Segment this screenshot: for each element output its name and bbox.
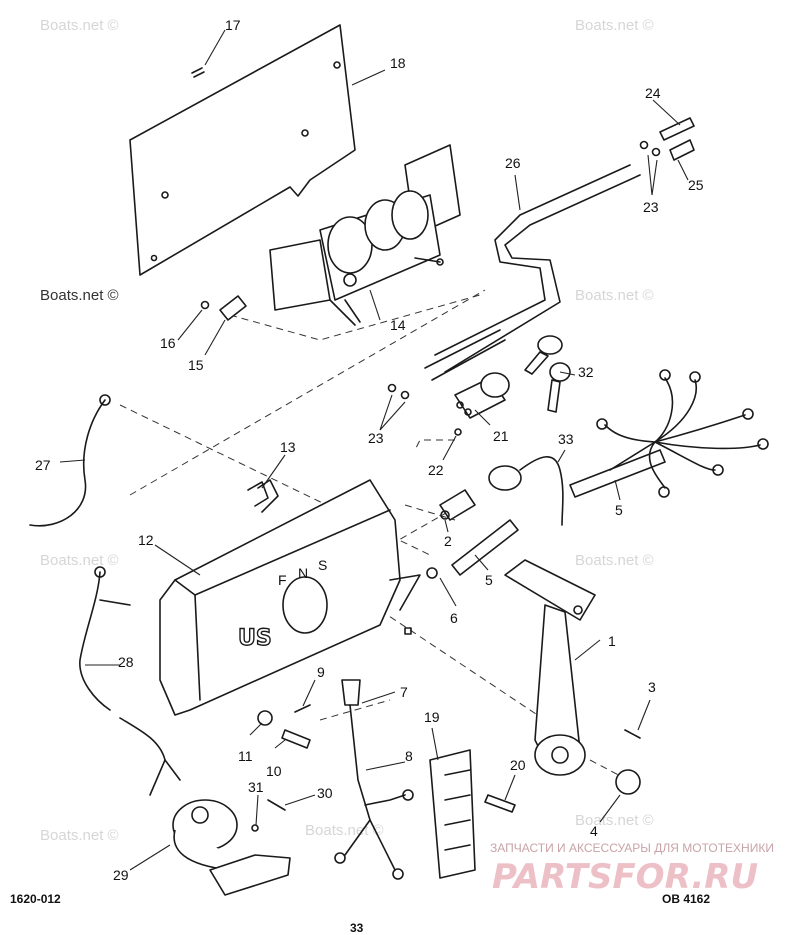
brand-overlay: ЗАПЧАСТИ И АКСЕССУАРЫ ДЛЯ МОТОТЕХНИКИ PA… <box>490 841 774 897</box>
callout-33: 33 <box>558 431 574 447</box>
wire-28 <box>79 566 181 796</box>
screw-3 <box>624 729 641 739</box>
bushing-15 <box>219 295 247 321</box>
leader-lines <box>59 29 689 871</box>
callout-2: 2 <box>444 533 452 549</box>
mounting-plate-18 <box>129 24 356 276</box>
watermark: Boats.net © <box>305 822 384 839</box>
callout-19: 19 <box>424 709 440 725</box>
callout-25: 25 <box>688 177 704 193</box>
washer-6 <box>426 567 438 579</box>
callout-23b: 23 <box>368 430 384 446</box>
callout-16: 16 <box>160 335 176 351</box>
switch-2 <box>439 489 476 521</box>
callout-8: 8 <box>405 748 413 764</box>
watermark: Boats.net © <box>575 287 654 304</box>
ground-wire-27 <box>29 394 111 527</box>
horn-29 <box>172 799 291 896</box>
callout-24: 24 <box>645 85 661 101</box>
callout-11: 11 <box>238 748 253 764</box>
callout-15: 15 <box>188 357 204 373</box>
callout-26: 26 <box>505 155 521 171</box>
callout-20: 20 <box>510 757 526 773</box>
callout-4: 4 <box>590 823 598 839</box>
callout-6: 6 <box>450 610 458 626</box>
callout-labels: 17 18 24 26 23 25 16 14 15 32 27 23 21 1… <box>35 17 704 883</box>
ignition-switch-21 <box>454 372 510 419</box>
callout-10: 10 <box>266 763 282 779</box>
callout-22: 22 <box>428 462 444 478</box>
callout-14: 14 <box>390 317 406 333</box>
watermark-group: Boats.net © Boats.net © Boats.net © Boat… <box>40 17 654 844</box>
screw-10 <box>281 729 311 749</box>
cables-26 <box>424 164 641 381</box>
callout-29: 29 <box>113 867 129 883</box>
nuts-23 <box>387 383 410 400</box>
callout-32: 32 <box>578 364 594 380</box>
watermark: Boats.net © <box>575 552 654 569</box>
screw-31 <box>251 824 259 832</box>
watermark: Boats.net © <box>575 17 654 34</box>
callout-31: 31 <box>248 779 264 795</box>
brand-logo: PARTSFOR.RU <box>492 857 758 897</box>
screw-30 <box>267 799 286 811</box>
watermark: Boats.net © <box>40 827 119 844</box>
callout-9: 9 <box>317 664 325 680</box>
watermark: Boats.net © <box>40 17 119 34</box>
brand-tagline: ЗАПЧАСТИ И АКСЕССУАРЫ ДЛЯ МОТОТЕХНИКИ <box>490 841 774 855</box>
callout-30: 30 <box>317 785 333 801</box>
watermark: Boats.net © <box>40 552 119 569</box>
callout-17: 17 <box>225 17 241 33</box>
keys-32 <box>524 335 571 413</box>
screw-16 <box>200 300 210 310</box>
callout-5: 5 <box>485 572 493 588</box>
page-number: 33 <box>350 921 364 935</box>
housing-letter: N <box>298 565 308 581</box>
screw-17 <box>191 67 205 78</box>
wire-harness <box>596 369 769 498</box>
callout-1: 1 <box>608 633 616 649</box>
knob-4 <box>615 769 641 795</box>
cable-7-8 <box>334 679 414 880</box>
housing-letter: F <box>278 572 287 588</box>
terminal-block-19 <box>429 749 476 879</box>
housing-letter: S <box>318 557 327 573</box>
callout-27: 27 <box>35 457 51 473</box>
callout-23: 23 <box>643 199 659 215</box>
callout-12: 12 <box>138 532 154 548</box>
callout-5b: 5 <box>615 502 623 518</box>
pins-24-25 <box>639 117 695 161</box>
lanyard-switch-33 <box>488 456 564 526</box>
spring-13 <box>247 479 279 513</box>
watermark-dark: Boats.net © <box>40 287 119 304</box>
callout-13: 13 <box>280 439 296 455</box>
callout-3: 3 <box>648 679 656 695</box>
screw-9 <box>294 704 311 713</box>
bolt-20 <box>484 794 516 813</box>
callout-7: 7 <box>400 684 408 700</box>
sleeve-5a <box>451 519 519 576</box>
watermark: Boats.net © <box>575 812 654 829</box>
screw-22 <box>454 428 462 436</box>
control-housing-12: F N S US <box>159 479 421 716</box>
callout-21: 21 <box>493 428 509 444</box>
figure-code: 1620-012 <box>10 892 61 906</box>
callout-28: 28 <box>118 654 134 670</box>
housing-badge: US <box>238 626 272 651</box>
figure-reference: OB 4162 <box>662 892 710 906</box>
dashed-guide-lines <box>119 289 629 781</box>
callout-18: 18 <box>390 55 406 71</box>
throttle-lever-1 <box>504 559 596 776</box>
washer-11 <box>257 710 273 726</box>
control-mechanism-14 <box>269 144 461 326</box>
sleeve-5b <box>569 449 666 498</box>
